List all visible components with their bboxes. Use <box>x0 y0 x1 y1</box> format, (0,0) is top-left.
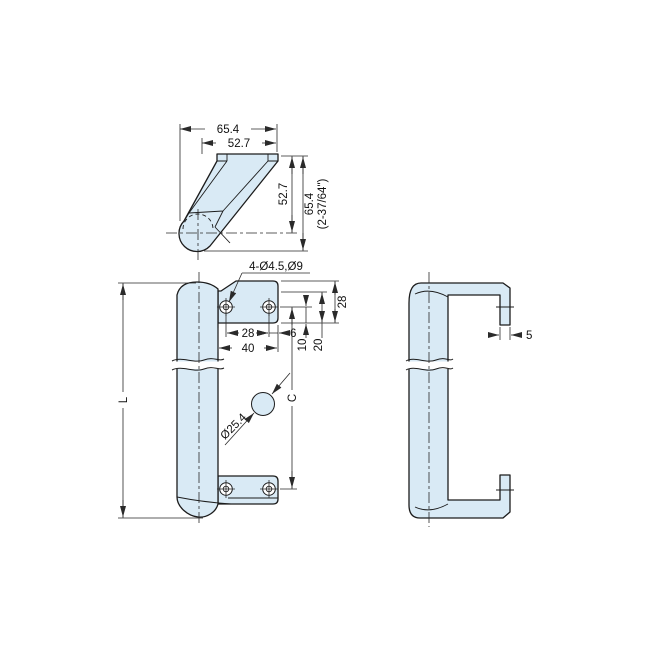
front-bottom-dimensions: 28 40 6 <box>217 312 296 355</box>
dim-plate-height: 28 <box>337 296 349 309</box>
top-view-dimensions: 65.4 52.7 52.7 65.4 (2-37/64") <box>179 124 329 252</box>
side-view-bend-lines <box>414 290 449 511</box>
front-break <box>171 358 225 371</box>
front-view: 4-Ø4.5,Ø9 10 20 28 <box>117 261 349 523</box>
front-holes <box>217 298 278 498</box>
side-view-hole-ticks <box>496 306 514 491</box>
dim-hole-callout: 4-Ø4.5,Ø9 <box>249 261 303 273</box>
front-grip-bar <box>176 281 219 518</box>
side-thickness-dimension: 5 <box>488 327 532 342</box>
side-view: 5 <box>405 272 532 527</box>
dim-hole-spacing: 28 <box>242 328 255 340</box>
dim-grip-diameter: Ø25.4 <box>219 411 250 442</box>
dim-plate-width: 40 <box>242 343 255 355</box>
front-grip-diameter: Ø25.4 <box>219 372 291 446</box>
top-view-centerlines <box>166 209 297 263</box>
side-break <box>405 358 454 371</box>
dim-offset-ten: 10 <box>297 339 309 352</box>
front-right-dimensions: 10 20 28 <box>280 280 349 352</box>
dim-top-height-outer-inch: (2-37/64") <box>317 178 329 229</box>
grip-section-circle <box>251 392 275 416</box>
side-view-outline <box>408 282 511 519</box>
dim-top-height-inner: 52.7 <box>278 183 290 205</box>
dim-top-height-outer: 65.4 <box>304 192 316 215</box>
dim-top-width-inner: 52.7 <box>228 138 250 150</box>
front-centers-dimension: C <box>280 307 299 490</box>
front-grip-bottom-face <box>176 496 232 505</box>
dim-top-width-outer: 65.4 <box>217 124 240 136</box>
top-view: 65.4 52.7 52.7 65.4 (2-37/64") <box>166 124 329 263</box>
dim-hole-centers: C <box>287 394 299 402</box>
front-hole-callout: 4-Ø4.5,Ø9 <box>228 261 310 303</box>
front-length-dimension: L <box>117 282 203 519</box>
dim-flange-thickness: 5 <box>526 330 532 342</box>
top-view-inner-edges <box>183 160 269 244</box>
dim-offset-twenty: 20 <box>313 339 325 352</box>
dim-hole-edge-offset: 6 <box>290 328 296 340</box>
dim-overall-length: L <box>118 396 130 403</box>
top-view-outline <box>178 153 279 253</box>
top-view-tabs <box>217 154 278 162</box>
front-bottom-plate <box>217 475 279 505</box>
